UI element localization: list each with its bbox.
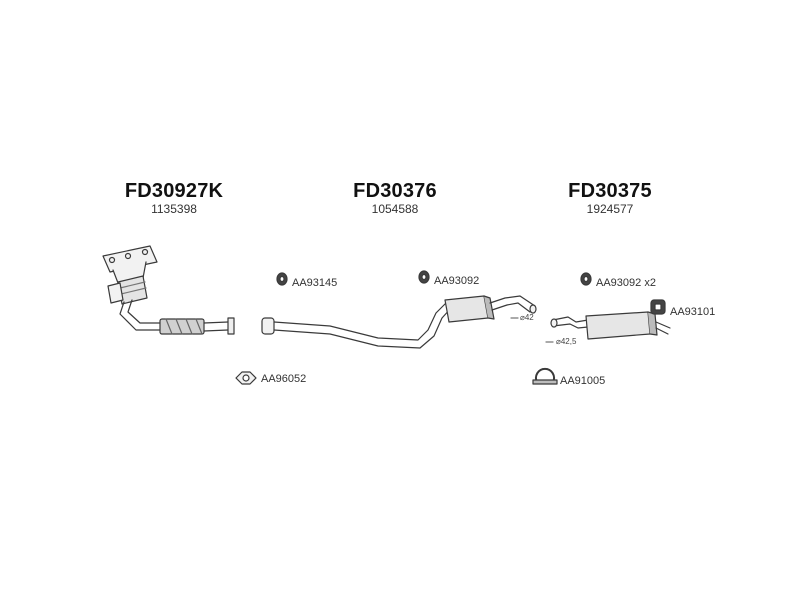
label-aa93101: AA93101 — [670, 306, 716, 318]
diameter-42-label: ⌀42 — [520, 313, 534, 322]
label-aa93145: AA93145 — [292, 277, 338, 289]
diameter-42-5-label: ⌀42,5 — [556, 337, 577, 346]
group-number-rear: 1924577 — [586, 202, 634, 216]
hanger-aa93092-mid-icon[interactable] — [418, 270, 430, 284]
group-number-front: 1135398 — [151, 202, 197, 216]
hanger-aa93092-rear-icon[interactable] — [580, 272, 592, 286]
label-aa93092-rear: AA93092 x2 — [596, 277, 656, 289]
group-title-front: FD30927K — [124, 180, 224, 202]
catalytic-converter-part[interactable] — [102, 245, 235, 335]
middle-pipe-part[interactable] — [261, 295, 537, 349]
label-aa96052: AA96052 — [261, 373, 307, 385]
group-title-middle: FD30376 — [353, 180, 437, 202]
gasket-aa96052-icon[interactable] — [235, 371, 257, 385]
rear-silencer-part[interactable] — [550, 311, 671, 340]
label-aa93092-mid: AA93092 — [434, 275, 480, 287]
group-title-rear: FD30375 — [568, 180, 652, 202]
hanger-aa93101-icon[interactable] — [650, 299, 666, 315]
label-aa91005: AA91005 — [560, 375, 606, 387]
clamp-aa91005-icon[interactable] — [532, 367, 558, 385]
group-number-middle: 1054588 — [371, 202, 419, 216]
hanger-aa93145-icon[interactable] — [276, 272, 288, 286]
